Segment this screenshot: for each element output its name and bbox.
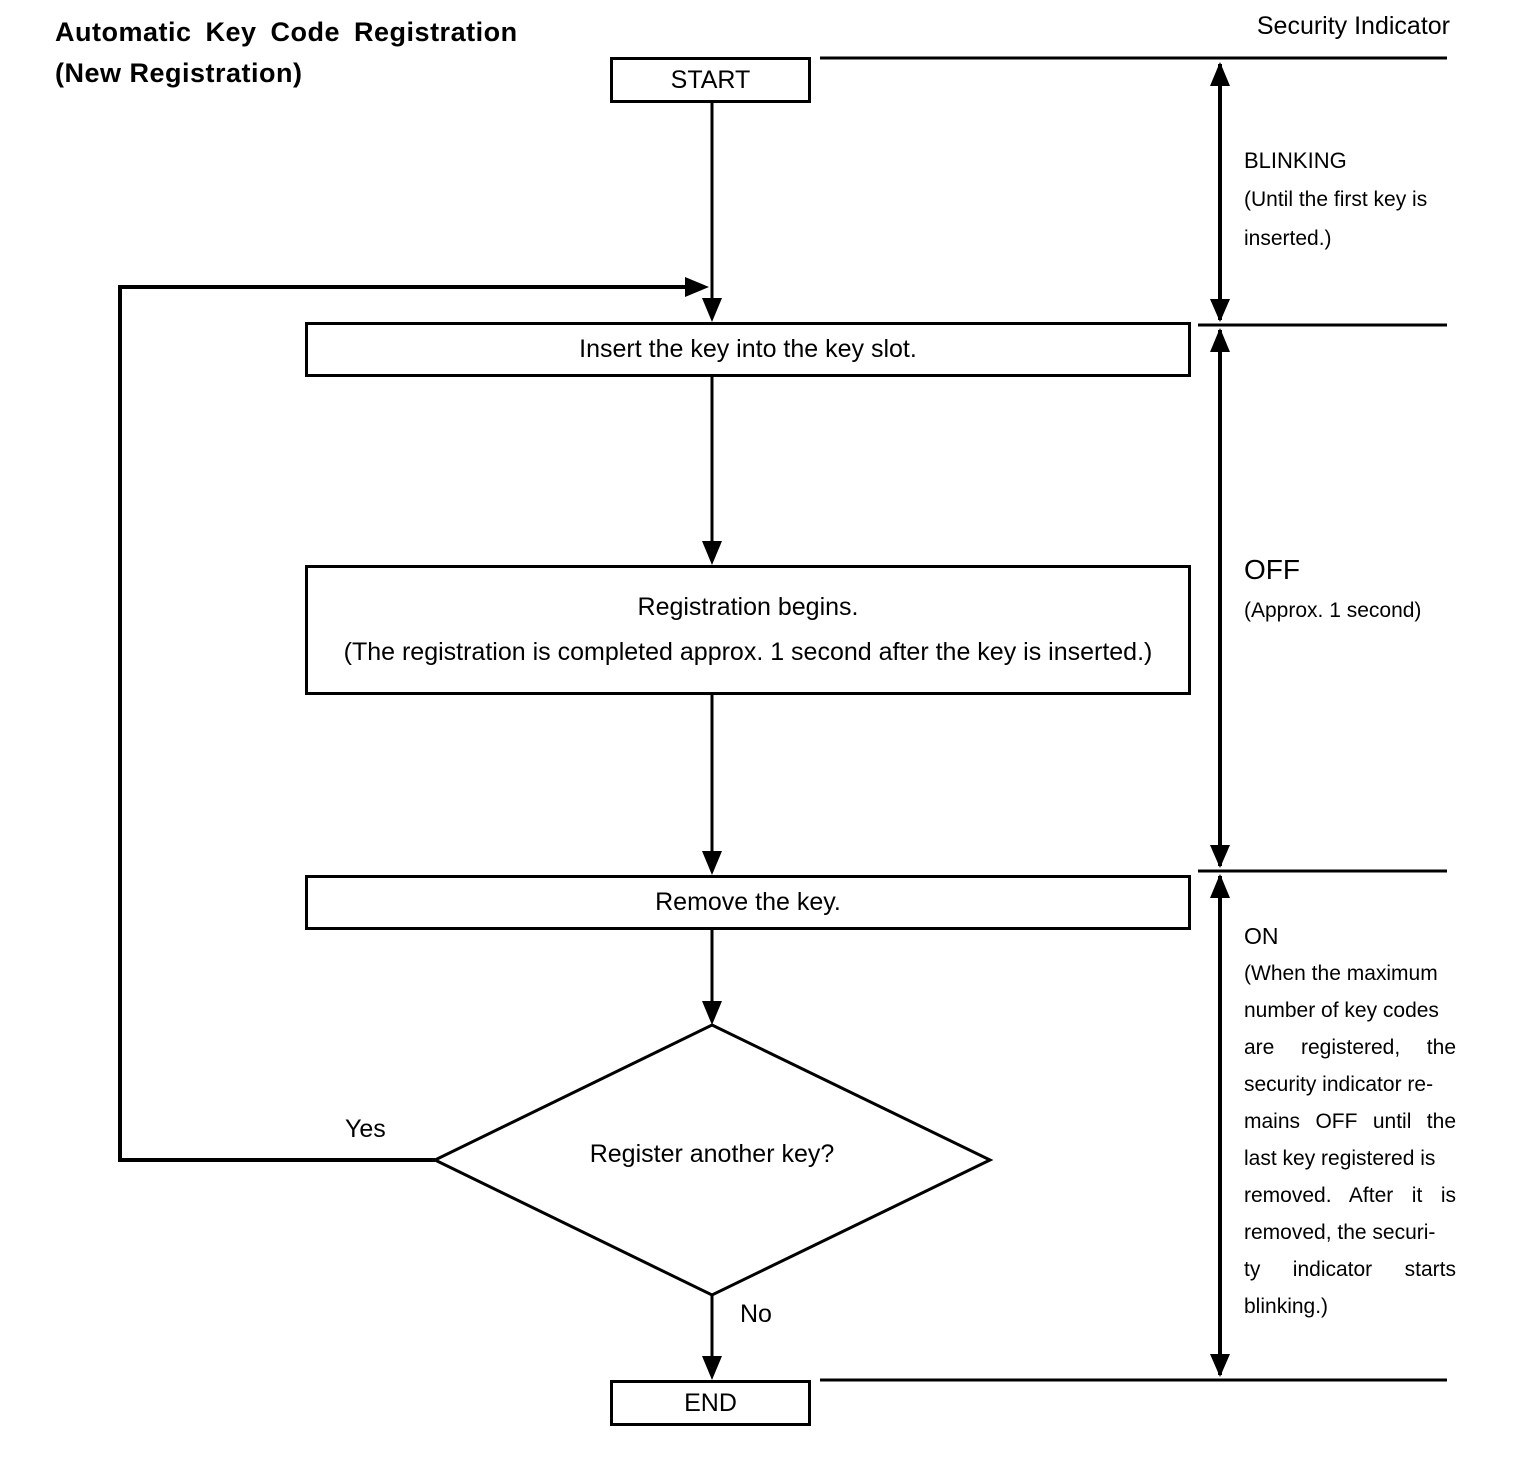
blinking-note-line: inserted.) bbox=[1244, 227, 1332, 250]
down-arrowhead-icon bbox=[702, 541, 722, 565]
down-arrowhead-icon bbox=[702, 1356, 722, 1380]
page-title: Automatic Key Code Registration (New Reg… bbox=[55, 12, 518, 94]
remove-key-step-label: Remove the key. bbox=[655, 888, 841, 916]
loop-yes-connector bbox=[118, 277, 709, 1162]
registration-step: Registration begins. (The registration i… bbox=[305, 565, 1191, 695]
page-title-line2: (New Registration) bbox=[55, 58, 303, 88]
start-node: START bbox=[610, 57, 811, 103]
on-note-line: blinking.) bbox=[1244, 1295, 1329, 1318]
on-note-line: last key registered is bbox=[1244, 1147, 1436, 1170]
connector-decision-to-end bbox=[702, 1295, 722, 1380]
connector-remove-to-decision bbox=[702, 930, 722, 1025]
up-arrowhead-icon bbox=[1210, 328, 1230, 352]
down-arrowhead-icon bbox=[1210, 1354, 1230, 1377]
start-node-label: START bbox=[670, 65, 751, 94]
down-arrowhead-icon bbox=[1210, 845, 1230, 868]
blinking-range-arrow bbox=[1210, 62, 1230, 322]
blinking-state-label: BLINKING bbox=[1244, 148, 1347, 173]
on-note-line: (When the maximum bbox=[1244, 962, 1438, 985]
connector-start-to-insert bbox=[702, 103, 722, 322]
on-state-label: ON bbox=[1244, 923, 1279, 949]
insert-key-step: Insert the key into the key slot. bbox=[305, 322, 1191, 377]
off-note-line: (Approx. 1 second) bbox=[1244, 599, 1422, 622]
on-range-arrow bbox=[1210, 874, 1230, 1377]
on-note-line: security indicator re- bbox=[1244, 1073, 1434, 1096]
on-note-line: are registered, the bbox=[1244, 1036, 1456, 1059]
blinking-note-line: (Until the first key is bbox=[1244, 188, 1428, 211]
off-state-label: OFF bbox=[1244, 554, 1300, 585]
down-arrowhead-icon bbox=[702, 851, 722, 875]
on-note-line: removed, the securi- bbox=[1244, 1221, 1436, 1244]
registration-step-line2: (The registration is completed approx. 1… bbox=[343, 638, 1153, 666]
on-note-line: number of key codes bbox=[1244, 999, 1439, 1022]
on-note-line: removed. After it is bbox=[1244, 1184, 1456, 1207]
connector-insert-to-registration bbox=[702, 377, 722, 565]
right-arrowhead-icon bbox=[685, 277, 709, 297]
end-node-label: END bbox=[684, 1388, 737, 1417]
registration-step-line1: Registration begins. bbox=[637, 593, 859, 621]
insert-key-step-label: Insert the key into the key slot. bbox=[579, 335, 917, 363]
on-note-line: ty indicator starts bbox=[1244, 1258, 1456, 1281]
down-arrowhead-icon bbox=[1210, 299, 1230, 322]
end-node: END bbox=[610, 1380, 811, 1426]
decision-diamond-shape bbox=[431, 1023, 994, 1297]
decision-label: Register another key? bbox=[589, 1140, 835, 1168]
on-state-note: ON (When the maximum number of key codes… bbox=[1244, 918, 1456, 1325]
security-indicator-header: Security Indicator bbox=[1256, 12, 1450, 40]
remove-key-step: Remove the key. bbox=[305, 875, 1191, 930]
down-arrowhead-icon bbox=[702, 1001, 722, 1025]
page-title-line1: Automatic Key Code Registration bbox=[55, 17, 518, 47]
up-arrowhead-icon bbox=[1210, 874, 1230, 898]
off-range-arrow bbox=[1210, 328, 1230, 868]
blinking-state-note: BLINKING (Until the first key is inserte… bbox=[1244, 141, 1456, 258]
down-arrowhead-icon bbox=[702, 298, 722, 322]
no-branch-label: No bbox=[740, 1300, 772, 1328]
on-note-line: mains OFF until the bbox=[1244, 1110, 1456, 1133]
yes-branch-label: Yes bbox=[345, 1115, 386, 1143]
connector-registration-to-remove bbox=[702, 695, 722, 875]
off-state-note: OFF (Approx. 1 second) bbox=[1244, 553, 1456, 623]
up-arrowhead-icon bbox=[1210, 62, 1230, 86]
